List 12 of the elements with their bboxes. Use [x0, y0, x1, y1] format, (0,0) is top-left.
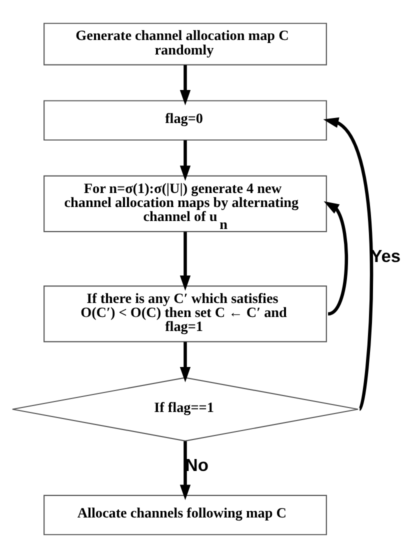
arrow	[324, 200, 348, 315]
arrow	[180, 140, 191, 180]
node-box: If there is any C′ which satisfies O(C′) < O(C) then set C ← C′ and flag=1	[44, 285, 327, 342]
node-box: Generate channel allocation map C randomly	[44, 22, 327, 65]
arrow	[323, 116, 374, 410]
arrow	[180, 440, 191, 500]
node-box: Allocate channels following map C	[44, 494, 327, 535]
node-diamond: If flag==1	[12, 376, 359, 441]
arrow	[180, 231, 191, 290]
arrow	[180, 64, 191, 105]
arrow	[180, 341, 191, 382]
node-box: flag=0	[44, 100, 327, 140]
